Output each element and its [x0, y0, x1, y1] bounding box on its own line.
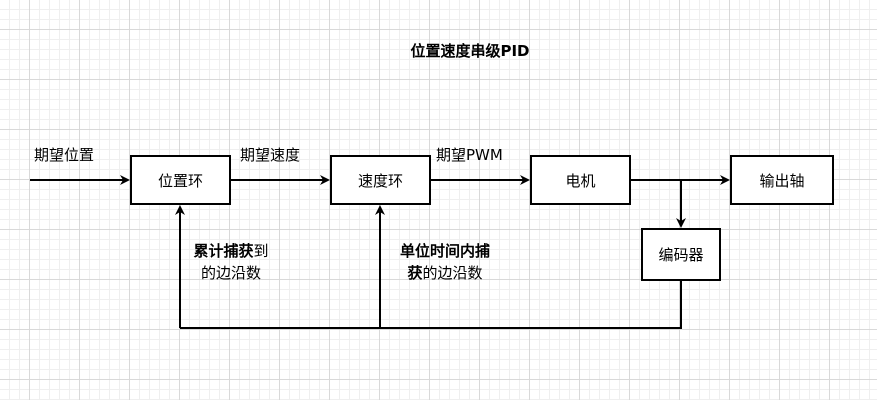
encoder-block: 编码器 [641, 228, 721, 281]
motor-label: 电机 [565, 171, 596, 190]
position-loop-block: 位置环 [130, 155, 231, 205]
output-shaft-label: 输出轴 [759, 171, 805, 190]
position-feedback-line1: 累计捕获到 [193, 242, 269, 260]
speed-feedback-line1: 单位时间内捕 [399, 242, 490, 260]
target-position-label: 期望位置 [34, 146, 95, 164]
target-pwm-label: 期望PWM [436, 146, 503, 164]
speed-loop-block: 速度环 [330, 155, 431, 205]
position-feedback-label: 累计捕获到 的边沿数 [186, 240, 276, 284]
speed-feedback-line2: 获的边沿数 [407, 264, 483, 282]
motor-block: 电机 [530, 155, 631, 205]
target-speed-label: 期望速度 [240, 146, 301, 164]
output-shaft-block: 输出轴 [730, 155, 834, 205]
diagram-title: 位置速度串级PID [410, 42, 530, 60]
speed-loop-label: 速度环 [357, 171, 403, 190]
feedback-bus-line [180, 281, 682, 329]
position-feedback-line2: 的边沿数 [200, 264, 261, 282]
speed-feedback-label: 单位时间内捕 获的边沿数 [389, 240, 501, 284]
encoder-label: 编码器 [658, 246, 704, 264]
position-loop-label: 位置环 [157, 171, 203, 190]
